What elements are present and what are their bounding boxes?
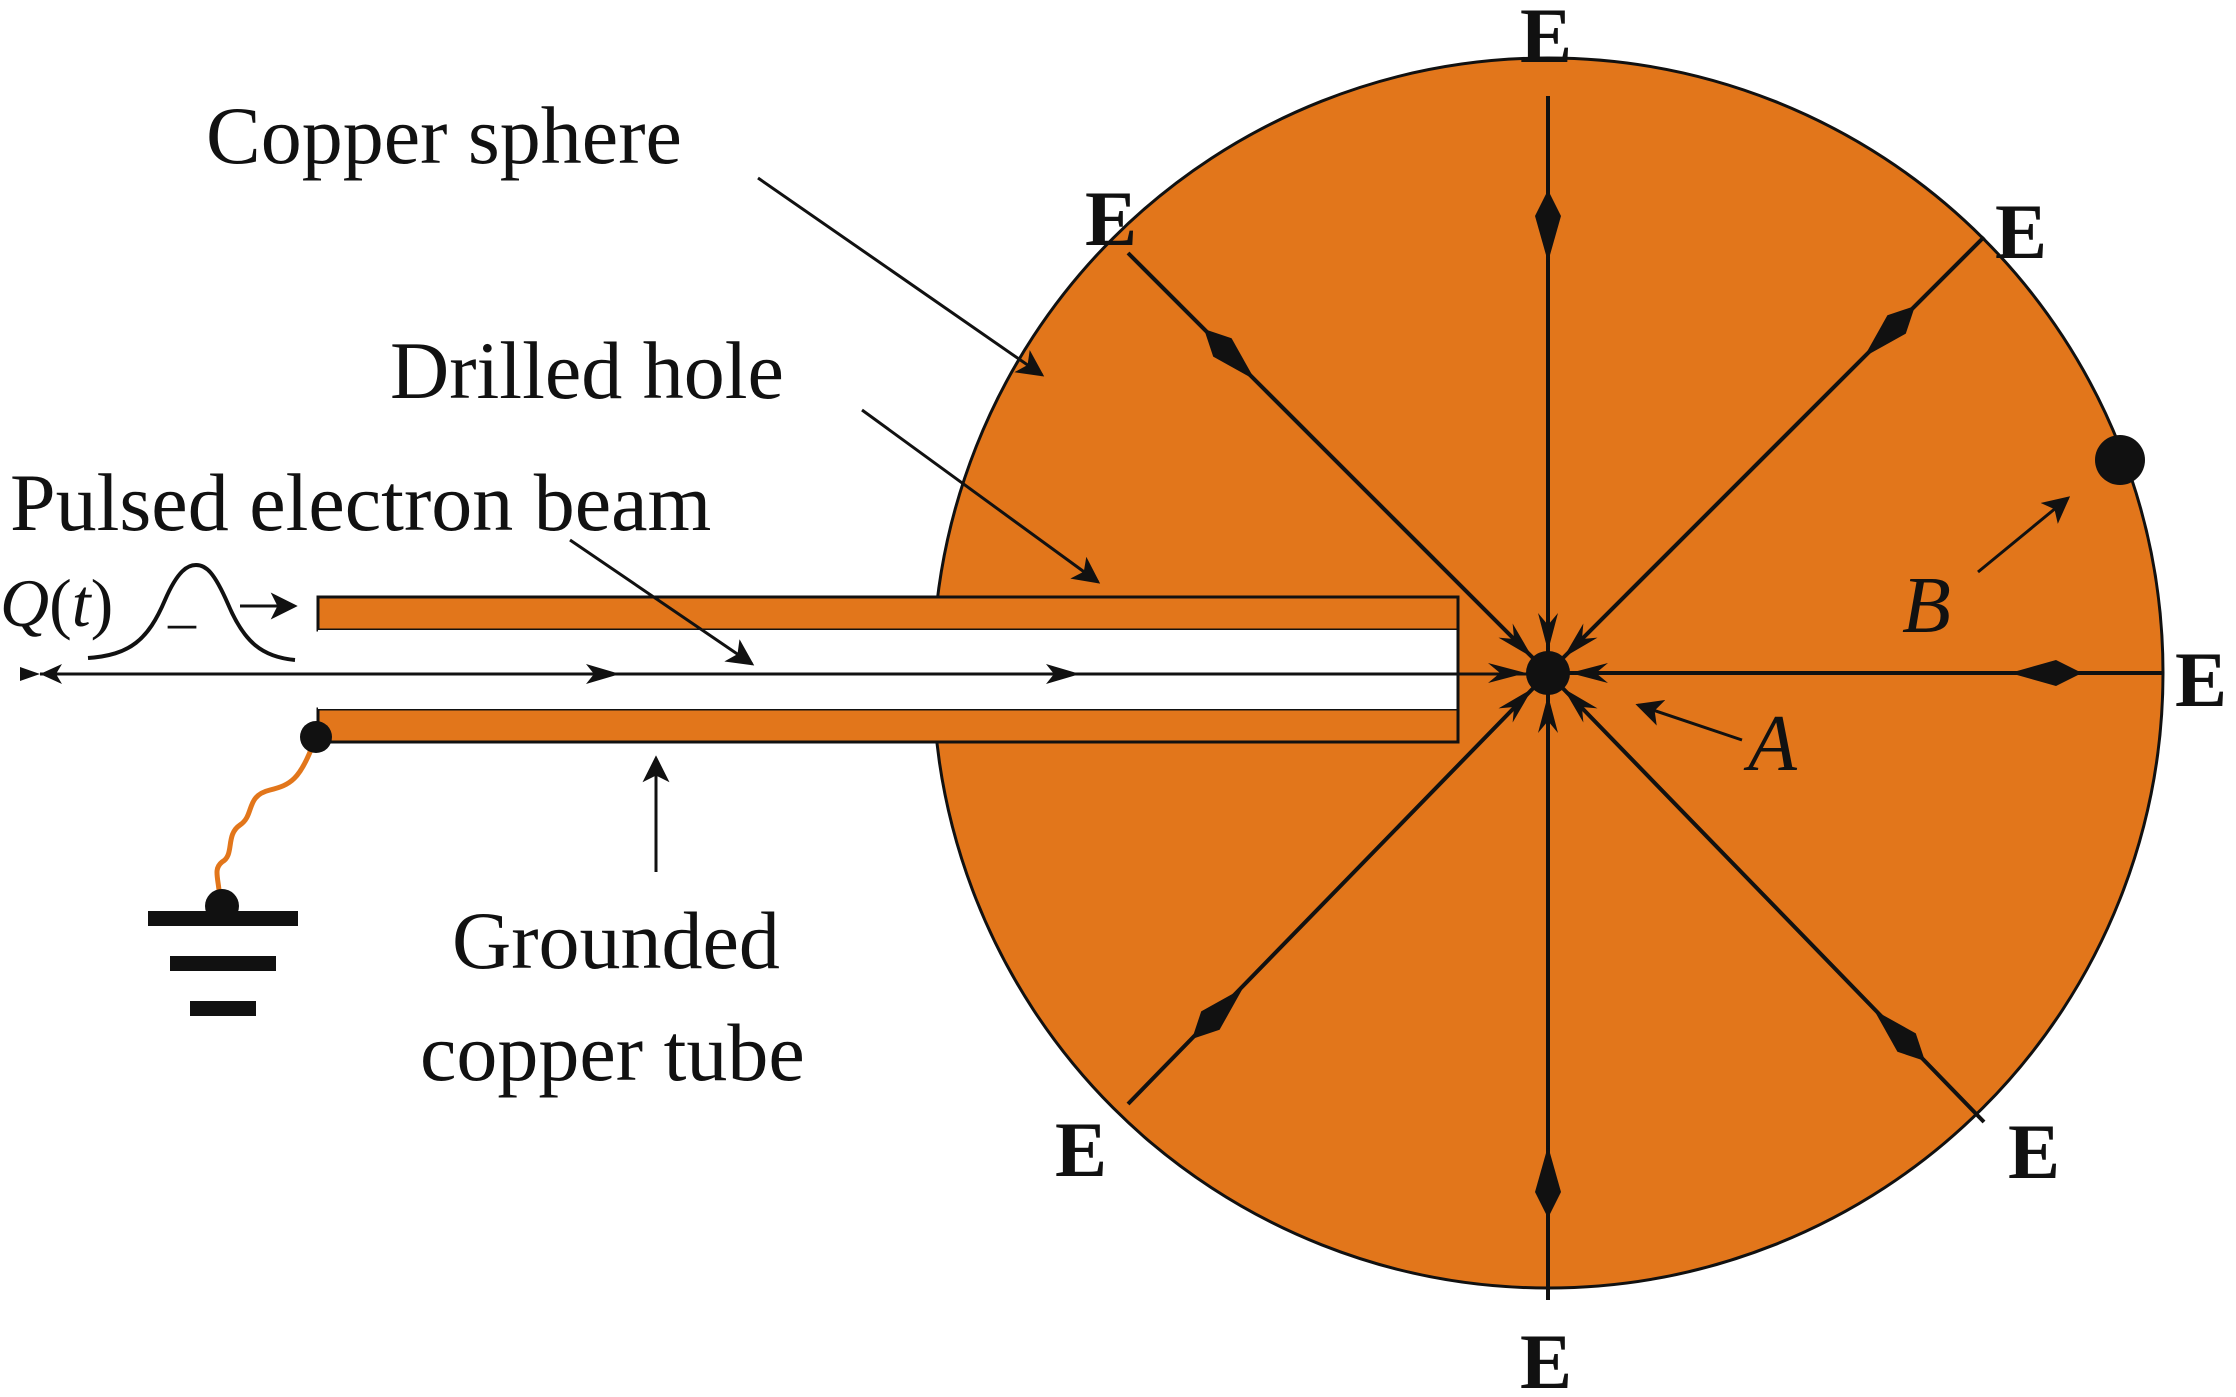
leader-point-a (1635, 699, 1743, 742)
charge-symbol: Q (0, 565, 49, 641)
leader-point-b (1977, 496, 2071, 574)
pulse-minus-sign: – (167, 591, 197, 653)
pulse-curve (87, 562, 296, 662)
field-label-nw: E (1085, 175, 1137, 262)
field-arrow-sw (1192, 988, 1243, 1039)
ground-assembly (148, 721, 332, 1016)
field-label-sw: E (1055, 1106, 1107, 1193)
field-arrow-ne (1864, 306, 1915, 357)
field-arrowheads (1192, 190, 2082, 1218)
pulse-shape (87, 562, 298, 662)
label-point-a: A (1743, 700, 1798, 788)
field-label-se: E (2008, 1108, 2060, 1195)
label-pulsed-beam: Pulsed electron beam (10, 457, 711, 548)
point-b-dot (2095, 435, 2145, 485)
field-label-e: E (2175, 636, 2227, 723)
label-point-b: B (1902, 562, 1951, 650)
leader-copper-sphere (757, 176, 1045, 377)
label-drilled-hole: Drilled hole (390, 325, 784, 416)
ground-wire (214, 741, 317, 906)
label-grounded: Grounded (452, 895, 780, 986)
label-charge: Q(t) (0, 565, 113, 641)
field-arrow-s (1535, 1146, 1561, 1218)
field-arrow-n (1535, 190, 1561, 262)
charge-paren-open: ( (49, 565, 72, 641)
terminal-dot-icon (300, 721, 332, 753)
tube-upper-wall (316, 595, 1460, 632)
beam-start-arrow (20, 664, 62, 684)
field-arrow-se (1874, 1010, 1925, 1061)
field-arrow-nw (1204, 329, 1255, 380)
electron-beam (20, 664, 1540, 684)
field-line-nw (1126, 251, 1550, 675)
point-a-dot (1526, 651, 1570, 695)
field-label-ne: E (1995, 188, 2047, 275)
field-arrow-e (2010, 660, 2082, 686)
field-label-n: E (1520, 0, 1572, 79)
label-copper-sphere: Copper sphere (206, 90, 682, 181)
ground-symbol-icon (148, 911, 298, 1016)
field-label-s: E (1520, 1318, 1572, 1392)
tube-lower-wall (316, 707, 1460, 744)
leader-pulsed-beam (569, 538, 755, 666)
label-copper-tube: copper tube (420, 1007, 805, 1098)
leader-drilled-hole (861, 408, 1101, 584)
beam-arrow-1 (586, 664, 620, 684)
charge-paren-close: ) (91, 565, 114, 641)
leader-arrows (569, 176, 2071, 872)
beam-arrow-2 (1046, 664, 1080, 684)
drilled-hole (318, 630, 1458, 709)
charge-t: t (72, 565, 93, 641)
central-charge (1488, 613, 1608, 733)
